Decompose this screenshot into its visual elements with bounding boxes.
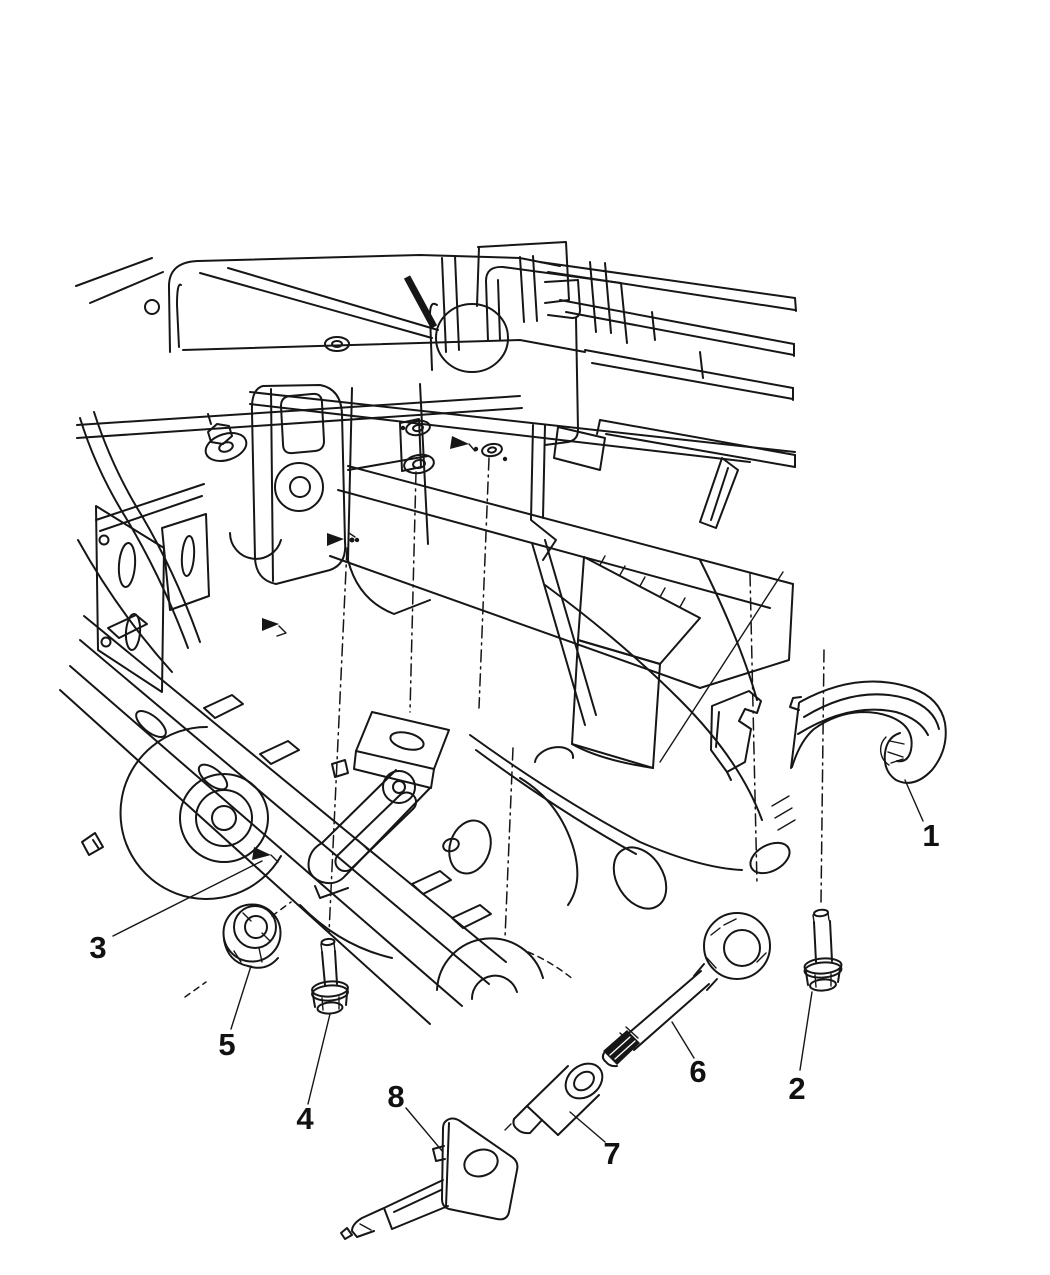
frame-assembly-art	[75, 241, 797, 561]
frame-rail-art	[329, 419, 794, 689]
hole-location-arrows	[252, 436, 476, 863]
callout-leader-lines	[112, 779, 924, 1153]
callout-8-label: 8	[387, 1079, 404, 1114]
callout-labels: 1 2 3 4 5 6 7 8	[89, 818, 939, 1171]
part-2-bolt-art	[803, 908, 843, 992]
callout-5-label: 5	[218, 1027, 235, 1062]
part-3-bracket-art	[307, 711, 450, 899]
callout-7-label: 7	[603, 1136, 620, 1171]
body-mount-bracket-art	[204, 383, 431, 615]
part-5-nut-art	[222, 903, 282, 969]
pulley-art	[119, 725, 544, 1000]
part-7-sleeve-art	[504, 1062, 604, 1136]
callout-3-label: 3	[89, 930, 106, 965]
assembly-axis-lines	[184, 457, 825, 998]
callout-4-label: 4	[296, 1101, 314, 1136]
callout-2-label: 2	[788, 1071, 805, 1106]
part-4-bolt-art	[311, 937, 349, 1015]
part-6-tow-eye-art	[601, 912, 771, 1068]
splash-shield-art	[442, 539, 791, 910]
wheel-arch-art	[77, 411, 210, 693]
part-8-bracket-art	[340, 1117, 519, 1240]
callout-1-label: 1	[922, 818, 939, 853]
callout-6-label: 6	[689, 1054, 706, 1089]
lower-slotted-rail-art	[59, 614, 507, 1025]
part-1-tow-hook-art	[789, 680, 947, 784]
